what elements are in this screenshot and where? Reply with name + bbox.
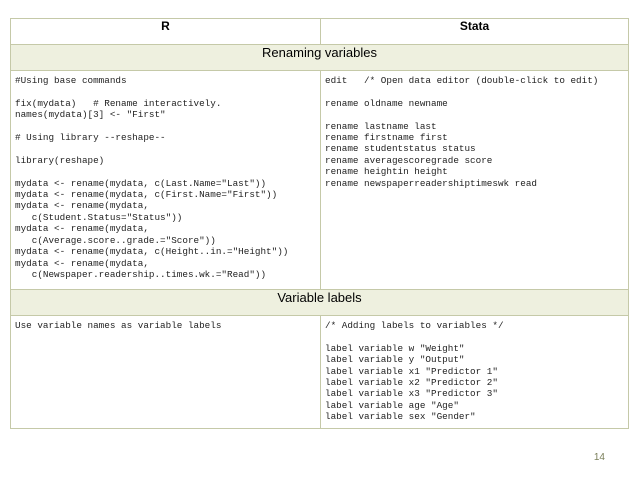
stata-code-renaming: edit /* Open data editor (double-click t… [325,75,599,189]
stata-code-cell-labels: /* Adding labels to variables */ label v… [320,315,629,429]
code-row-labels: Use variable names as variable labels /*… [10,315,629,429]
code-row-renaming: #Using base commands fix(mydata) # Renam… [10,70,629,290]
stata-code-cell-renaming: edit /* Open data editor (double-click t… [320,70,629,290]
comparison-table: R Stata Renaming variables #Using base c… [10,18,629,429]
section-row-renaming: Renaming variables [10,44,629,71]
page-number: 14 [593,452,605,463]
r-code-cell-labels: Use variable names as variable labels [10,315,321,429]
header-row: R Stata [10,18,629,45]
section-title-renaming: Renaming variables [10,44,629,71]
header-stata: Stata [320,18,629,45]
section-row-labels: Variable labels [10,289,629,316]
stata-code-labels: /* Adding labels to variables */ label v… [325,320,504,423]
r-code-labels: Use variable names as variable labels [15,320,222,331]
r-code-cell-renaming: #Using base commands fix(mydata) # Renam… [10,70,321,290]
section-title-labels: Variable labels [10,289,629,316]
header-r: R [10,18,321,45]
r-code-renaming: #Using base commands fix(mydata) # Renam… [15,75,289,280]
